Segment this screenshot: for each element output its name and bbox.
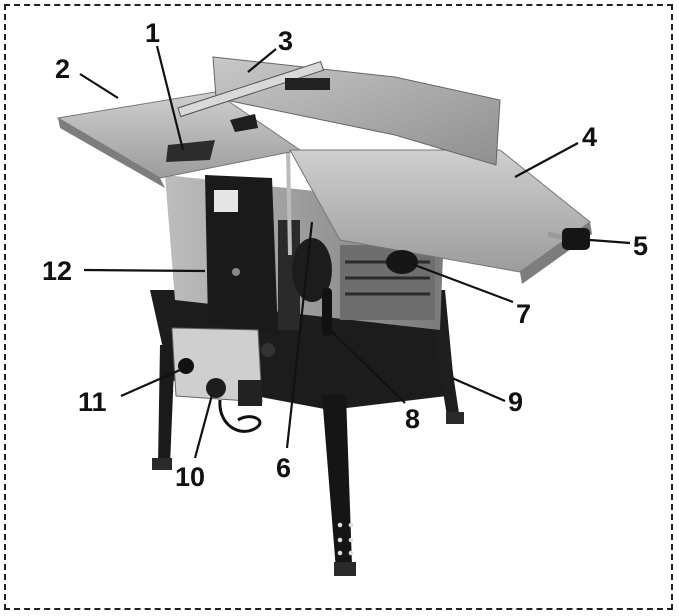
vertical-rod <box>286 147 292 256</box>
belt-cover-plate <box>214 190 238 212</box>
leg-hole <box>337 522 343 528</box>
stand-leg-front-left <box>158 345 175 465</box>
switch-box-fitting <box>261 343 275 357</box>
emergency-stop-button <box>206 378 226 398</box>
table-lock-lever <box>322 288 332 336</box>
cutter-guard <box>166 61 330 162</box>
callout-1: 1 <box>145 18 160 48</box>
callout-12: 12 <box>42 256 72 286</box>
feed-roller-housing <box>340 245 435 320</box>
leg-hole <box>337 550 343 556</box>
callout-8: 8 <box>405 404 420 434</box>
stand-leg-front-center <box>322 395 352 570</box>
leader-line-5 <box>589 238 631 245</box>
leader-line-3 <box>247 48 277 73</box>
leg-foot-right <box>446 412 464 424</box>
on-off-switch <box>178 358 194 374</box>
switch-box <box>171 327 275 433</box>
leader-line-4 <box>514 142 579 178</box>
leg-hole <box>348 537 354 543</box>
leader-line-6 <box>285 221 314 449</box>
callout-3: 3 <box>278 26 293 56</box>
stand-leg-back-right <box>428 300 460 422</box>
cutter-guard-bracket <box>166 140 215 162</box>
leader-line-10 <box>193 394 214 459</box>
belt-cover <box>205 175 278 335</box>
leg-hole <box>348 550 354 556</box>
callout-9: 9 <box>508 387 523 417</box>
leader-lines <box>79 45 631 459</box>
leg-foot-center <box>334 562 356 576</box>
fence-clamp-handle <box>285 78 330 90</box>
callout-5: 5 <box>633 231 648 261</box>
leader-line-7 <box>411 262 514 304</box>
adjustment-wheel <box>292 238 332 302</box>
leader-line-1 <box>155 45 185 151</box>
height-adjust-mechanism <box>278 147 332 336</box>
callout-2: 2 <box>55 54 70 84</box>
belt-cover-screw <box>232 268 240 276</box>
dashed-frame <box>4 4 673 610</box>
callout-6: 6 <box>276 453 291 483</box>
cutter-guard-bar <box>177 61 325 118</box>
callout-4: 4 <box>582 122 597 152</box>
motor-end-cap <box>386 250 418 274</box>
adjustment-knob <box>547 228 590 250</box>
callout-labels: 1 2 3 4 5 6 7 8 9 10 11 12 <box>42 18 648 492</box>
leader-line-8 <box>324 324 406 404</box>
power-cable <box>218 399 262 433</box>
leg-hole <box>348 522 354 528</box>
callout-10: 10 <box>175 462 205 492</box>
leader-line-9 <box>451 376 506 403</box>
belt-cover-panel <box>205 175 278 335</box>
height-adjust-column <box>278 220 300 330</box>
guard-knob <box>230 114 258 132</box>
callout-7: 7 <box>516 299 531 329</box>
leader-line-11 <box>120 368 181 398</box>
leg-foot-left <box>152 458 172 470</box>
callout-11: 11 <box>78 387 107 417</box>
infeed-table-edge <box>58 118 165 188</box>
switch-box-motor <box>238 380 262 406</box>
leader-line-2 <box>79 73 119 99</box>
leg-hole <box>337 537 343 543</box>
knob-body <box>562 228 590 250</box>
leader-line-12 <box>83 268 206 273</box>
